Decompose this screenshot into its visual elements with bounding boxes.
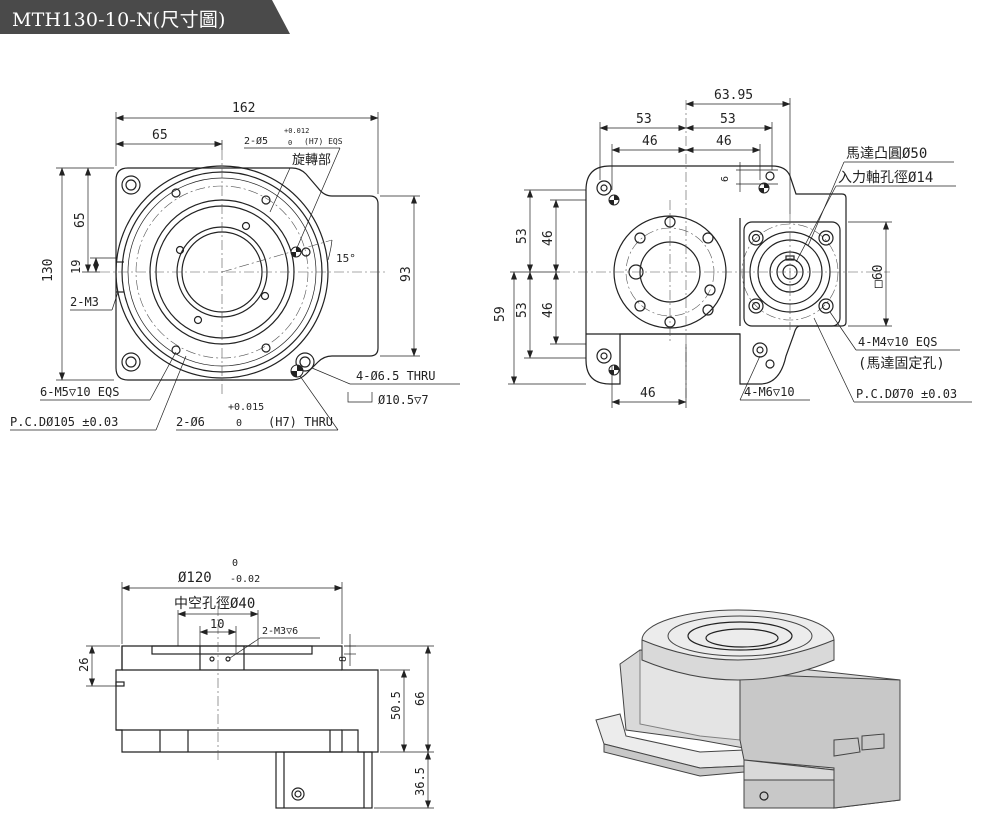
bottom-view: 63.95 53 53 46 46 6 53 46 59 53 xyxy=(493,88,972,408)
top-view-pin-symbol xyxy=(290,246,304,378)
motor-fix-holes xyxy=(748,230,834,314)
dim-66: 66 xyxy=(413,692,427,706)
dim-120-tol-lower: -0.02 xyxy=(230,574,260,585)
page-title: MTH130-10-N(尺寸圖) xyxy=(12,9,226,31)
pcd-70-label: P.C.DØ70 ±0.03 xyxy=(856,387,957,401)
dim-120-tol-upper: 0 xyxy=(232,558,238,569)
title-banner-shape xyxy=(0,0,290,34)
dim-120: Ø120 xyxy=(178,570,212,586)
hole-4phi65-label: 4-Ø6.5 THRU xyxy=(356,369,435,383)
hole-2phi6-fit: (H7) THRU xyxy=(268,415,333,429)
dim-6395: 63.95 xyxy=(714,88,753,103)
angle-15: 15° xyxy=(336,252,356,265)
dim-53-v1: 53 xyxy=(515,228,530,244)
bottom-view-body-outline xyxy=(585,165,847,385)
top-view-turntable-holes xyxy=(171,188,311,355)
side-view-motor-adapter xyxy=(275,751,373,809)
thread-2m3-6-label: 2-M3▽6 xyxy=(262,626,298,637)
dim-10: 10 xyxy=(210,617,224,631)
dim-46-right: 46 xyxy=(716,134,732,149)
motor-fix-hole-label: (馬達固定孔) xyxy=(858,356,945,372)
hole-2phi5-tol-upper: +0.012 xyxy=(284,127,309,135)
motor-flange-square xyxy=(743,221,841,327)
dim-46-v1: 46 xyxy=(541,230,556,246)
dim-365: 36.5 xyxy=(413,767,427,796)
rotating-part-label: 旋轉部 xyxy=(292,153,331,168)
dim-65-left: 65 xyxy=(73,212,88,228)
side-view-hollow-recess xyxy=(151,645,313,655)
thread-6m5-label: 6-M5▽10 EQS xyxy=(40,385,119,399)
pcd-105-label: P.C.DØ105 ±0.03 xyxy=(10,415,118,429)
dim-46-left: 46 xyxy=(642,134,658,149)
hole-2phi5-fit: (H7) EQS xyxy=(304,137,343,146)
cbore-105-label: Ø10.5▽7 xyxy=(378,393,429,407)
title-banner: MTH130-10-N(尺寸圖) xyxy=(0,0,292,34)
dim-53-v2: 53 xyxy=(515,302,530,318)
dim-505: 50.5 xyxy=(389,691,403,720)
dim-59: 59 xyxy=(493,306,508,322)
dim-8: 8 xyxy=(338,656,349,662)
bottom-view-corner-holes xyxy=(596,171,775,376)
hole-2phi6-tol-lower: 0 xyxy=(236,418,242,429)
thread-4m6-label: 4-M6▽10 xyxy=(744,385,795,399)
isometric-view xyxy=(595,609,901,809)
dim-46-bottom: 46 xyxy=(640,386,656,401)
hole-2phi5-tol-lower: 0 xyxy=(288,139,292,147)
top-view-body-outline xyxy=(115,167,379,381)
top-view-corner-holes xyxy=(121,175,315,372)
thread-2m3-label: 2-M3 xyxy=(70,295,99,309)
hole-2phi6-tol-upper: +0.015 xyxy=(228,402,264,413)
dim-46-v2: 46 xyxy=(541,302,556,318)
dim-130: 130 xyxy=(41,259,56,282)
hole-2phi6-label: 2-Ø6 xyxy=(176,415,205,429)
top-view-outer-ring xyxy=(115,165,329,379)
motor-boss-label: 馬達凸圓Ø50 xyxy=(846,146,927,162)
hole-2phi5-label: 2-Ø5 xyxy=(244,135,268,147)
dim-26: 26 xyxy=(77,658,91,672)
hollow-bore-label: 中空孔徑Ø40 xyxy=(174,596,255,612)
dim-19: 19 xyxy=(69,260,83,274)
motor-screw-label: 4-M4▽10 EQS xyxy=(858,335,937,349)
top-view: 162 65 2-Ø5 +0.012 0 (H7) EQS 旋轉部 15° 13… xyxy=(10,101,460,431)
dim-65-top: 65 xyxy=(152,128,168,143)
dim-162: 162 xyxy=(232,101,255,116)
square-60-label: □60 xyxy=(871,265,886,288)
side-view: Ø120 0 -0.02 中空孔徑Ø40 10 2-M3▽6 26 8 50.5 xyxy=(77,558,434,809)
dim-53-right: 53 xyxy=(720,112,736,127)
dim-53-left: 53 xyxy=(636,112,652,127)
input-shaft-label: 入力軸孔徑Ø14 xyxy=(838,170,933,186)
dim-6: 6 xyxy=(720,176,731,182)
dim-93: 93 xyxy=(399,266,414,282)
